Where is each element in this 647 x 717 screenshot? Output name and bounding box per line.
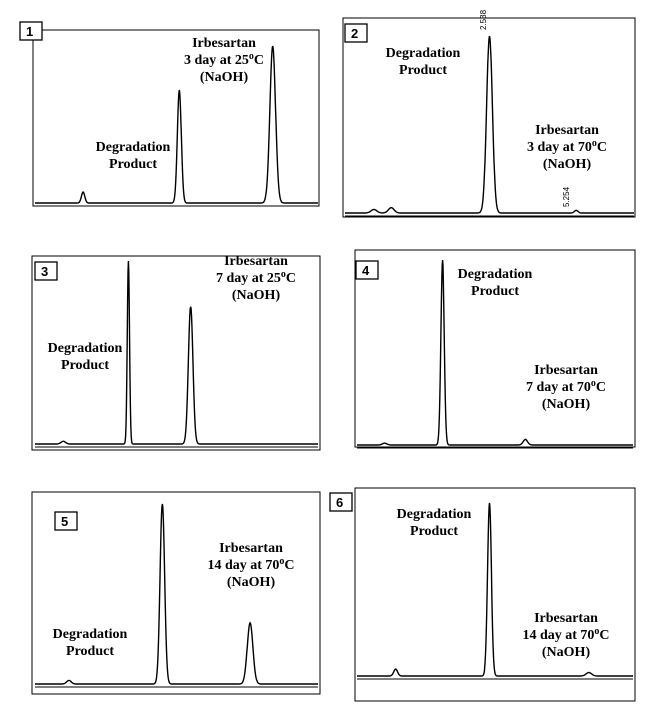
annotation-line: Irbesartan xyxy=(534,363,598,378)
annotation-line: Irbesartan xyxy=(535,123,599,138)
panel-frame xyxy=(31,491,321,695)
annotation-line: Product xyxy=(410,524,458,539)
panel-frame xyxy=(354,249,636,448)
annotation-line: Degradation xyxy=(397,507,472,522)
chromatogram-trace xyxy=(35,260,318,445)
chromatogram-trace xyxy=(35,503,318,685)
annotation-line: 3 day at 25oC xyxy=(184,51,264,68)
annotation-line: Irbesartan xyxy=(224,254,288,269)
annotation-line: Degradation xyxy=(48,341,123,356)
panel-number-badge: 5 xyxy=(54,511,78,531)
annotation-line: Product xyxy=(471,284,519,299)
annotation-line: Degradation xyxy=(458,267,533,282)
annotation-line: Degradation xyxy=(386,46,461,61)
panel-number-badge: 2 xyxy=(344,23,368,43)
annotation-line: (NaOH) xyxy=(542,645,591,660)
annotation-line: (NaOH) xyxy=(200,70,249,85)
retention-time-label: 2.538 xyxy=(479,9,488,30)
annotation-line: Degradation xyxy=(96,140,171,155)
annotation-line: Product xyxy=(66,644,114,659)
annotation-line: Degradation xyxy=(53,627,128,642)
panel-number-badge: 4 xyxy=(355,260,379,280)
annotation-line: Irbesartan xyxy=(534,611,598,626)
annotation-line: 7 day at 70oC xyxy=(526,378,606,395)
panel-number-badge: 6 xyxy=(329,492,353,512)
panel-number: 4 xyxy=(362,263,370,278)
chromatogram-trace xyxy=(345,35,634,214)
annotation-line: (NaOH) xyxy=(227,575,276,590)
panel-number: 6 xyxy=(336,495,343,510)
panel-number-badge: 3 xyxy=(34,261,58,281)
annotation-line: Product xyxy=(399,63,447,78)
panel-frame xyxy=(31,255,321,451)
annotation-line: (NaOH) xyxy=(232,288,281,303)
panel-number: 2 xyxy=(351,26,358,41)
annotation-line: 14 day at 70oC xyxy=(522,626,609,643)
annotation-line: 14 day at 70oC xyxy=(207,556,294,573)
chromatogram-trace xyxy=(35,45,318,204)
annotation-line: Irbesartan xyxy=(219,541,283,556)
annotation-line: (NaOH) xyxy=(543,157,592,172)
panel-number: 5 xyxy=(61,514,68,529)
chromatogram-trace xyxy=(357,502,633,677)
annotation-line: 3 day at 70oC xyxy=(527,138,607,155)
retention-time-label: 5.254 xyxy=(562,186,571,207)
panel-number: 3 xyxy=(41,264,48,279)
chromatogram-trace xyxy=(357,259,633,446)
annotation-line: Product xyxy=(109,157,157,172)
annotation-line: Irbesartan xyxy=(192,36,256,51)
annotation-line: (NaOH) xyxy=(542,397,591,412)
panel-frame xyxy=(342,17,636,218)
annotation-line: 7 day at 25oC xyxy=(216,269,296,286)
annotation-line: Product xyxy=(61,358,109,373)
panel-frame xyxy=(354,487,636,702)
panel-number-badge: 1 xyxy=(19,21,43,41)
panel-number: 1 xyxy=(26,24,33,39)
